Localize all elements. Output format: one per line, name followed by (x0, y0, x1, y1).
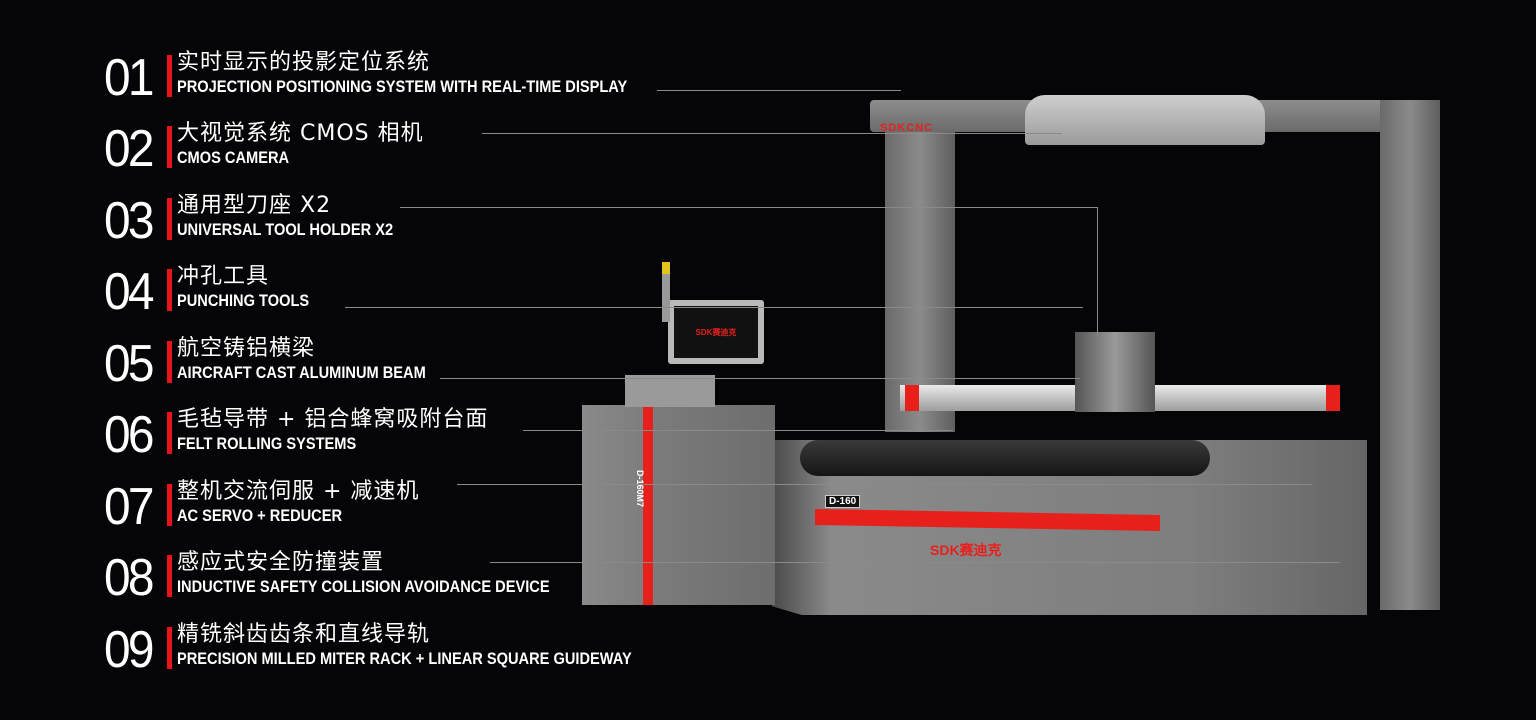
beam-end-left (905, 385, 919, 411)
feature-number: 08 (104, 549, 154, 607)
leader-line-03 (400, 207, 1098, 208)
feature-number: 09 (104, 621, 154, 679)
feature-title-en: UNIVERSAL TOOL HOLDER X2 (177, 220, 394, 239)
gantry-left-pillar (885, 112, 955, 432)
monitor: SDK赛迪克 (668, 300, 764, 364)
gantry-right-pillar (1380, 100, 1440, 610)
feature-title-en: AC SERVO + REDUCER (177, 506, 343, 525)
red-accent-bar (167, 198, 172, 240)
leader-line-02 (482, 133, 1062, 134)
red-accent-bar (167, 55, 172, 97)
leader-line-05 (440, 378, 1080, 379)
projector (1025, 95, 1265, 145)
red-accent-bar (167, 627, 172, 669)
screen-brand-label: SDK赛迪克 (695, 327, 737, 337)
feature-number: 03 (104, 192, 154, 250)
feature-number: 01 (104, 49, 154, 107)
tool-head (1075, 332, 1155, 412)
leader-line-07 (457, 484, 1312, 485)
feature-title-en: FELT ROLLING SYSTEMS (177, 434, 357, 453)
feature-title-zh: 航空铸铝横梁 (177, 336, 316, 361)
table-brand-label: SDK赛迪克 (930, 542, 1002, 558)
red-accent-bar (167, 484, 172, 526)
table-model-label: D-160 (825, 495, 861, 508)
feature-number: 06 (104, 406, 154, 464)
feature-number: 05 (104, 335, 154, 393)
feature-number: 02 (104, 120, 154, 178)
feature-title-en: PRECISION MILLED MITER RACK + LINEAR SQU… (177, 649, 632, 668)
feature-title-zh: 毛毡导带 + 铝合蜂窝吸附台面 (177, 407, 489, 432)
red-accent-bar (167, 412, 172, 454)
cabinet-red-stripe (643, 405, 653, 605)
feature-title-en: PROJECTION POSITIONING SYSTEM WITH REAL-… (177, 77, 628, 96)
leader-line-06 (523, 430, 953, 431)
cabinet-model-label: D-160M7 (635, 470, 645, 508)
feature-title-en: PUNCHING TOOLS (177, 291, 310, 310)
feature-title-zh: 通用型刀座 X2 (177, 193, 332, 218)
feature-number: 04 (104, 263, 154, 321)
red-accent-bar (167, 126, 172, 168)
feature-title-zh: 实时显示的投影定位系统 (177, 50, 431, 75)
feature-title-zh: 冲孔工具 (177, 264, 270, 289)
feature-number: 07 (104, 478, 154, 536)
feature-title-en: INDUCTIVE SAFETY COLLISION AVOIDANCE DEV… (177, 577, 550, 596)
feature-title-zh: 精铣斜齿齿条和直线导轨 (177, 622, 431, 647)
gantry-brand-label: SDKCNC (880, 122, 934, 134)
red-accent-bar (167, 341, 172, 383)
signal-lamp (662, 262, 670, 322)
leader-line-01 (657, 90, 901, 91)
feature-title-en: CMOS CAMERA (177, 148, 290, 167)
feature-title-zh: 大视觉系统 CMOS 相机 (177, 121, 424, 146)
feature-title-zh: 整机交流伺服 + 减速机 (177, 479, 420, 504)
control-cabinet (582, 405, 775, 605)
feature-title-zh: 感应式安全防撞装置 (177, 550, 385, 575)
leader-line-03-drop (1097, 207, 1098, 337)
felt-conveyor (800, 440, 1210, 476)
leader-line-08 (490, 562, 1340, 563)
cabinet-top (625, 375, 715, 407)
leader-line-04 (345, 307, 1083, 308)
feature-title-en: AIRCRAFT CAST ALUMINUM BEAM (177, 363, 426, 382)
monitor-screen: SDK赛迪克 (674, 306, 758, 358)
red-accent-bar (167, 555, 172, 597)
beam-end-right (1326, 385, 1340, 411)
red-accent-bar (167, 269, 172, 311)
